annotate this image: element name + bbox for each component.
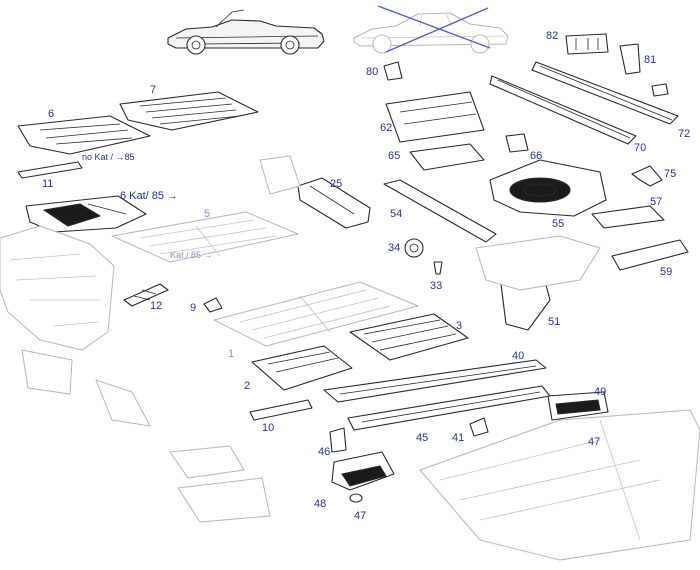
coupe-car [353,5,509,54]
part-34-grommet [404,238,424,258]
part-11-strip [17,161,83,179]
callout-46: 46 [318,446,331,458]
callout-75: 75 [664,168,677,180]
part-7-rear-floor [119,91,259,131]
cross-out-line [377,5,491,49]
part-12-bracket [123,283,169,307]
callout-10: 10 [262,422,275,434]
part-46-bracket [329,427,347,453]
callout-1: 1 [228,348,235,360]
callout-57: 57 [650,196,663,208]
callout-2: 2 [244,380,251,392]
part-3-floor-panel [349,313,469,361]
callout-72: 72 [678,128,691,140]
part-70-rear-member [489,75,637,145]
callout-55: 55 [552,218,565,230]
part-clip [651,83,669,97]
callout-25: 25 [330,178,343,190]
callout-70: 70 [634,142,647,154]
part-10-strip [249,399,313,421]
wheelhouse-ghost [259,155,301,195]
callout-11: 11 [42,178,54,190]
callout-9: 9 [190,302,197,314]
callout-48: 48 [314,498,327,510]
part-40-side-sill [323,359,547,403]
callout-82: 82 [546,30,559,42]
callout-5: 5 [204,208,211,220]
cross-out-line [385,7,489,53]
part-49-panel [547,391,609,421]
part-2-floor-panel [251,345,353,391]
part-48-panel [331,451,395,491]
part-65-tray [409,143,485,171]
callout-65: 65 [388,150,401,162]
part-82-hinge [565,33,609,55]
callout-12: 12 [150,300,163,312]
callout-51: 51 [548,316,561,328]
part-72-rear-member [531,61,679,125]
note-no-kat: no Kat / →85 [82,152,135,162]
part-62-member [385,91,485,143]
callout-7: 7 [150,84,157,96]
part-59-bracket [611,239,689,271]
callout-66: 66 [530,150,543,162]
callout-34: 34 [388,242,401,254]
callout-47-b: 47 [354,510,367,522]
part-75-hook [631,165,663,187]
part-9-bracket [203,297,223,313]
callout-40: 40 [512,350,525,362]
part-33-bolt [433,261,443,275]
part-1-floor-assembly [213,281,419,347]
part-57-plate [591,205,665,229]
callout-45: 45 [416,432,429,444]
arrow-icon: → [167,190,179,202]
part-66-bracket [505,133,529,153]
convertible-car [167,9,325,55]
callout-6: 6 [48,108,55,120]
part-80-bracket [383,61,403,81]
callout-80: 80 [366,66,379,78]
callout-33: 33 [430,280,443,292]
part-54-rocker [383,179,497,243]
callout-3: 3 [456,320,463,332]
callout-6-kat: 6 Kat/ 85 → [120,190,178,202]
callout-49: 49 [594,386,607,398]
rear-wheelhouse-ghost [475,235,601,291]
part-5-floor-assembly [111,211,299,263]
part-6-kat-floor [25,195,147,233]
rear-underbody-assembly [169,409,700,561]
note-kat-85: Kat / 85 → [170,250,213,260]
part-55-spare-wheel-well [489,159,607,217]
callout-62: 62 [380,122,393,134]
callout-6-kat-label: 6 Kat/ 85 [120,190,165,202]
callout-41: 41 [452,432,465,444]
part-25-bracket [297,177,371,229]
part-81-bracket [619,43,641,75]
part-6-floor-panel [17,115,151,155]
callout-54: 54 [390,208,403,220]
callout-81: 81 [644,54,657,66]
part-41-bracket [469,417,489,437]
callout-59: 59 [660,266,673,278]
callout-47-a: 47 [588,436,601,448]
front-body-assembly [0,225,151,427]
